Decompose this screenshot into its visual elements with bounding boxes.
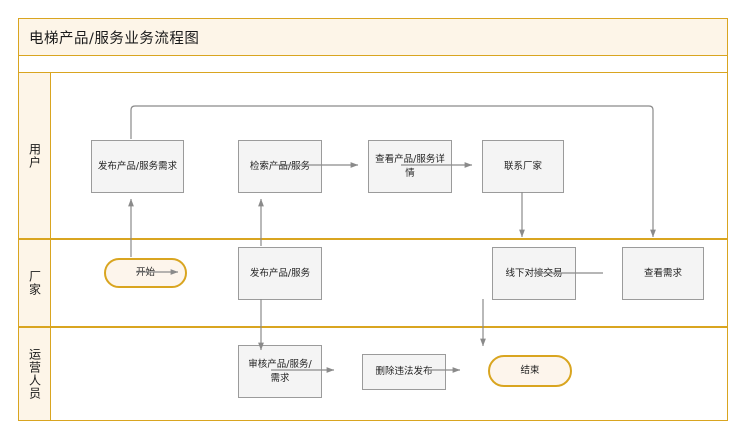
swimlane-user-header: 用户 <box>19 73 51 238</box>
node-publish-demand[interactable]: 发布产品/服务需求 <box>91 140 184 193</box>
swimlane-manufacturer-header: 厂家 <box>19 240 51 326</box>
node-contact-maker[interactable]: 联系厂家 <box>482 140 564 193</box>
node-search-product[interactable]: 检索产品/服务 <box>238 140 322 193</box>
swimlane-manufacturer-label: 厂家 <box>27 270 42 296</box>
swimlane-operations: 运营人员 审核产品/服务/需求 删除违法发布 结束 <box>18 327 728 421</box>
node-offline-deal[interactable]: 线下对接交易 <box>492 247 576 300</box>
node-publish-product[interactable]: 发布产品/服务 <box>238 247 322 300</box>
swimlane-operations-header: 运营人员 <box>19 328 51 420</box>
swimlane-manufacturer: 厂家 开始 发布产品/服务 线下对接交易 查看需求 <box>18 239 728 327</box>
diagram-title-bar: 电梯产品/服务业务流程图 <box>18 18 728 56</box>
swimlane-user: 用户 发布产品/服务需求 检索产品/服务 查看产品/服务详情 联系厂家 <box>18 72 728 239</box>
node-end[interactable]: 结束 <box>488 355 572 387</box>
title-spacer-row <box>18 56 728 72</box>
node-delete-illegal[interactable]: 删除违法发布 <box>362 354 446 390</box>
page-title: 电梯产品/服务业务流程图 <box>29 30 200 47</box>
swimlane-user-body: 发布产品/服务需求 检索产品/服务 查看产品/服务详情 联系厂家 <box>51 73 727 238</box>
swimlane-manufacturer-body: 开始 发布产品/服务 线下对接交易 查看需求 <box>51 240 727 326</box>
swimlane-operations-label: 运营人员 <box>27 348 42 400</box>
swimlane-user-label: 用户 <box>27 142 42 169</box>
node-start[interactable]: 开始 <box>104 258 187 288</box>
node-view-detail[interactable]: 查看产品/服务详情 <box>368 140 452 193</box>
swimlane-operations-body: 审核产品/服务/需求 删除违法发布 结束 <box>51 328 727 420</box>
node-view-demand[interactable]: 查看需求 <box>622 247 704 300</box>
node-audit[interactable]: 审核产品/服务/需求 <box>238 345 322 398</box>
